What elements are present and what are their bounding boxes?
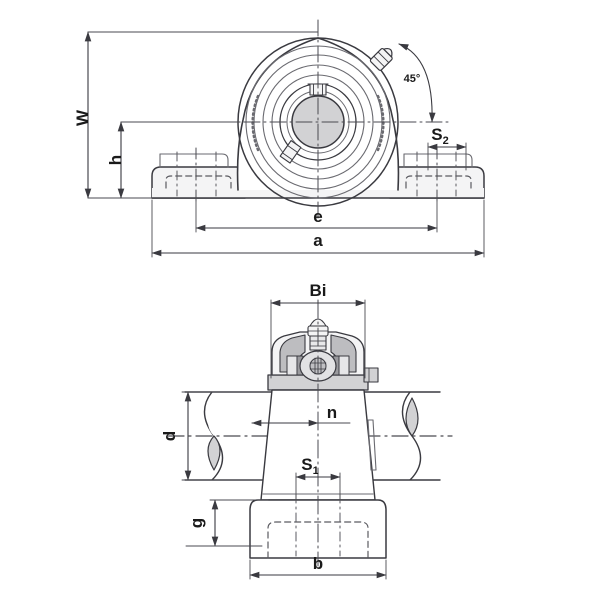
dim-h: h xyxy=(106,121,241,199)
front-view-housing xyxy=(139,19,453,223)
dim-e: e xyxy=(195,197,438,233)
dim-label-S2: S2 xyxy=(431,125,448,147)
set-screw-lower-left xyxy=(279,140,302,164)
dim-n: n xyxy=(251,403,351,427)
dim-label-Bi: Bi xyxy=(310,281,327,300)
dim-d: d xyxy=(160,391,271,481)
front-view-base xyxy=(151,147,485,206)
angle-label-45: 45° xyxy=(404,73,421,85)
dim-S1: S1 xyxy=(295,455,341,501)
dim-label-a: a xyxy=(313,231,323,250)
dim-label-d: d xyxy=(160,431,179,441)
dim-label-b: b xyxy=(313,554,323,573)
dim-a: a xyxy=(151,199,485,258)
dim-label-e: e xyxy=(313,207,322,226)
angle-callout-45: 45° xyxy=(398,43,436,123)
dim-S2: S2 xyxy=(427,125,467,171)
dim-label-n: n xyxy=(327,403,337,422)
dim-label-W: W xyxy=(73,109,92,126)
front-view: 45° W h e a xyxy=(73,19,485,258)
dim-label-g: g xyxy=(187,518,206,528)
side-view-bearing-insert xyxy=(267,318,379,391)
side-view: Bi d n S1 g xyxy=(160,281,453,580)
dim-Bi: Bi xyxy=(270,281,366,379)
dim-b: b xyxy=(249,554,387,580)
dim-label-S1: S1 xyxy=(301,455,318,477)
shaft-break-left xyxy=(203,392,224,480)
dim-g: g xyxy=(185,499,269,547)
dim-W: W xyxy=(73,31,319,199)
shaft-break-right xyxy=(401,392,422,480)
dim-label-h: h xyxy=(106,155,125,165)
grease-fitting xyxy=(369,47,393,71)
